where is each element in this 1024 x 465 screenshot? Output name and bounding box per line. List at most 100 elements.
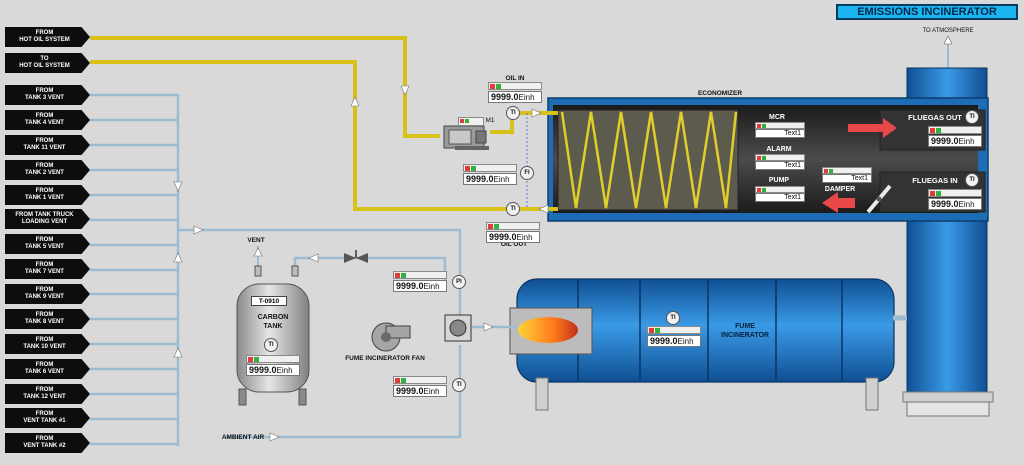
source-vent-tank-2[interactable]: FROM VENT TANK #2	[5, 433, 90, 453]
fume-incinerator-label: FUME INCINERATOR	[721, 323, 769, 339]
ambient-readout[interactable]: 9999.0Einh	[393, 376, 447, 398]
pressure-readout[interactable]: 9999.0Einh	[393, 271, 447, 293]
flow-arrow	[173, 252, 183, 263]
economizer-label: ECONOMIZER	[697, 90, 743, 97]
readout-status-bar	[928, 126, 982, 134]
ambient-temp-indicator[interactable]: TI	[452, 378, 466, 392]
heat-exchanger-coil	[560, 111, 738, 209]
fluegas-out-readout[interactable]: 9999.0Einh	[928, 126, 982, 148]
oil-in-temp-indicator[interactable]: TI	[506, 106, 520, 120]
incinerator-temp-indicator[interactable]: TI	[666, 311, 680, 325]
status-lamp-green	[762, 124, 766, 128]
status-text: Text1	[822, 174, 872, 183]
source-tank-5-vent[interactable]: FROM TANK 5 VENT	[5, 234, 90, 254]
carbon-tank-label: CARBON TANK	[257, 314, 289, 330]
tank-nozzle	[254, 265, 262, 277]
fume-fan-label: FUME INCINERATOR FAN	[345, 355, 425, 362]
readout-status-bar	[463, 164, 517, 172]
source-tank-11-vent[interactable]: FROM TANK 11 VENT	[5, 135, 90, 155]
fluegas-out-arrow	[848, 118, 897, 138]
fluegas-out-label: FLUEGAS OUT	[908, 113, 962, 122]
carbon-tank-tag: T-0910	[251, 296, 287, 306]
incinerator-readout[interactable]: 9999.0Einh	[647, 326, 701, 348]
vent-header	[90, 93, 180, 446]
mcr-status[interactable]: Text1	[755, 122, 805, 138]
source-tank-6-vent[interactable]: FROM TANK 6 VENT	[5, 359, 90, 379]
readout-value: 9999.0	[466, 174, 494, 184]
damper-status[interactable]: Text1	[822, 167, 872, 183]
ambient-air-pipe	[226, 345, 462, 439]
alarm-lamp-green	[471, 166, 476, 171]
pump-m1-status[interactable]	[458, 117, 484, 126]
alarm-lamp-red	[930, 191, 935, 196]
readout-value-box: 9999.0Einh	[246, 364, 300, 376]
alarm-lamp-green	[401, 378, 406, 383]
oil-flow-readout[interactable]: 9999.0Einh	[463, 164, 517, 186]
readout-value: 9999.0	[650, 336, 678, 346]
source-tank-9-vent[interactable]: FROM TANK 9 VENT	[5, 284, 90, 304]
damper-label: DAMPER	[824, 186, 856, 193]
alarm-lamp-red	[490, 84, 495, 89]
readout-value-box: 9999.0Einh	[393, 280, 447, 292]
source-tank-8-vent[interactable]: FROM TANK 8 VENT	[5, 309, 90, 329]
atmosphere-arrow	[943, 35, 953, 45]
source-tank-10-vent[interactable]: FROM TANK 10 VENT	[5, 334, 90, 354]
readout-value: 9999.0	[931, 136, 959, 146]
burner-flame	[518, 317, 578, 343]
mcr-label: MCR	[769, 114, 785, 121]
oil-out-readout[interactable]: 9999.0Einh	[486, 222, 540, 244]
source-vent-tank-1[interactable]: FROM VENT TANK #1	[5, 408, 90, 428]
flow-arrow	[308, 253, 319, 263]
valve	[356, 253, 368, 263]
readout-value: 9999.0	[396, 386, 424, 396]
readout-value-box: 9999.0Einh	[486, 231, 540, 243]
status-bar	[755, 154, 805, 161]
source-tank-12-vent[interactable]: FROM TANK 12 VENT	[5, 384, 90, 404]
fluegas-in-arrow	[822, 192, 855, 213]
alarm-lamp-red	[930, 128, 935, 133]
oil-out-label: OIL OUT	[500, 241, 528, 248]
flow-arrow	[253, 247, 263, 257]
oil-out-temp-indicator[interactable]: TI	[506, 202, 520, 216]
incinerator-leg	[535, 377, 549, 411]
source-truck-loading[interactable]: FROM TANK TRUCK LOADING VENT	[5, 209, 90, 229]
fluegas-out-temp-indicator[interactable]: TI	[965, 110, 979, 124]
alarm-lamp-green	[496, 84, 501, 89]
fan-hub	[381, 332, 391, 342]
source-tank-4-vent[interactable]: FROM TANK 4 VENT	[5, 110, 90, 130]
status-lamp-green	[762, 188, 766, 192]
readout-value: 9999.0	[396, 281, 424, 291]
pump-motor-label: M1	[485, 117, 495, 124]
alarm-status[interactable]: Text1	[755, 154, 805, 170]
readout-status-bar	[488, 82, 542, 90]
source-tank-7-vent[interactable]: FROM TANK 7 VENT	[5, 259, 90, 279]
pump-status[interactable]: Text1	[755, 186, 805, 202]
source-hot-oil-in[interactable]: FROM HOT OIL SYSTEM	[5, 27, 90, 47]
tank-nozzle	[291, 265, 299, 277]
readout-value: 9999.0	[491, 92, 519, 102]
fluegas-in-temp-indicator[interactable]: TI	[965, 173, 979, 187]
alarm-lamp-green	[494, 224, 499, 229]
readout-unit: Einh	[518, 93, 535, 102]
oil-in-readout[interactable]: 9999.0Einh	[488, 82, 542, 104]
status-bar	[755, 186, 805, 193]
stack-base	[902, 391, 994, 403]
source-tank-1-vent[interactable]: FROM TANK 1 VENT	[5, 185, 90, 205]
source-tank-2-vent[interactable]: FROM TANK 2 VENT	[5, 160, 90, 180]
alarm-lamp-red	[649, 328, 654, 333]
source-tank-3-vent[interactable]: FROM TANK 3 VENT	[5, 85, 90, 105]
hot-oil-return-pipe	[90, 60, 558, 211]
status-lamp-red	[757, 156, 761, 160]
readout-value: 9999.0	[489, 232, 517, 242]
flow-arrow	[483, 322, 494, 332]
oil-flow-indicator[interactable]: FI	[520, 166, 534, 180]
carbon-tank-temp-indicator[interactable]: TI	[264, 338, 278, 352]
pressure-indicator[interactable]: PI	[452, 275, 466, 289]
fluegas-in-readout[interactable]: 9999.0Einh	[928, 189, 982, 211]
source-hot-oil-out[interactable]: TO HOT OIL SYSTEM	[5, 53, 90, 73]
readout-value-box: 9999.0Einh	[928, 198, 982, 210]
flow-arrow	[538, 204, 549, 214]
carbon-tank-readout[interactable]: 9999.0Einh	[246, 355, 300, 377]
readout-value: 9999.0	[249, 365, 277, 375]
